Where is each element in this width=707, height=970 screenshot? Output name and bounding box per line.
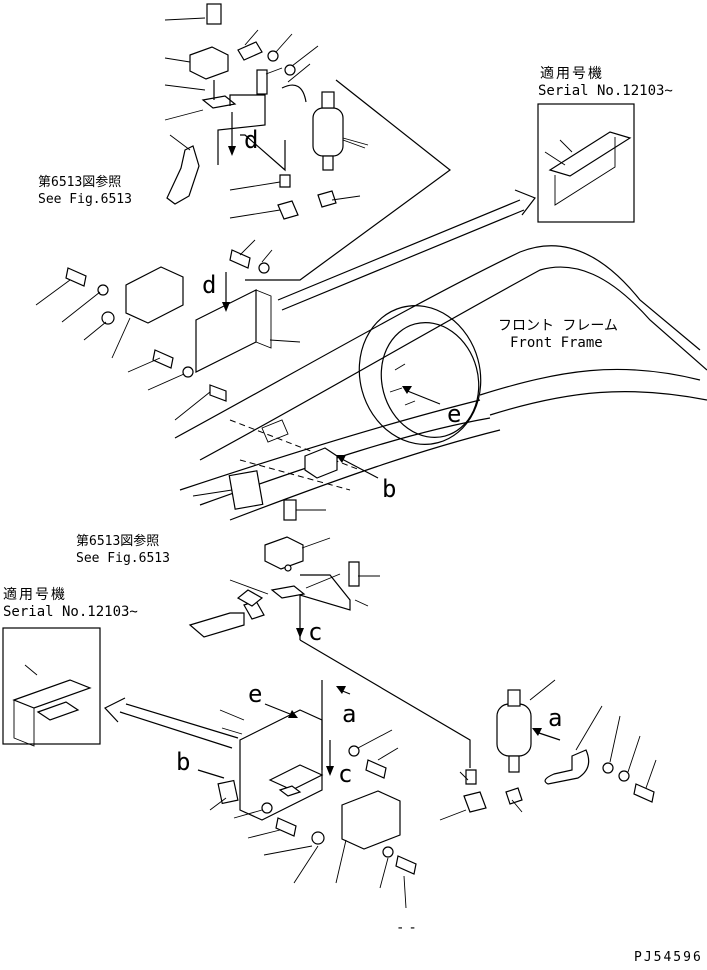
upper-assembly: d [166, 3, 451, 281]
front-frame-label-en: Front Frame [510, 335, 603, 351]
serial-inset-top [537, 103, 635, 223]
callout-e-frame: e [447, 400, 461, 428]
front-frame-label-jp: フロント フレーム [498, 318, 618, 334]
serial-note-top-jp: 適用号機 [540, 66, 604, 82]
page-code: PJ54596 [634, 950, 703, 965]
lower-valve-cluster: c [188, 499, 471, 768]
callout-c-lower: c [308, 618, 322, 646]
front-frame [174, 245, 707, 521]
middle-bracket: d e b [65, 249, 461, 503]
inset-arrow-left [104, 697, 239, 749]
lower-accumulator: a [463, 689, 655, 813]
fig-ref-top: 第6513図参照 See Fig.6513 [38, 174, 132, 208]
fig-ref-mid: 第6513図参照 See Fig.6513 [76, 533, 170, 567]
serial-note-left-en: Serial No.12103~ [3, 604, 138, 620]
callout-c-bracket: c [338, 760, 352, 788]
callout-d-mid: d [202, 271, 216, 299]
fig-ref-mid-en: See Fig.6513 [76, 551, 170, 566]
serial-note-left-jp: 適用号機 [3, 587, 67, 603]
fig-ref-top-en: See Fig.6513 [38, 192, 132, 207]
leader-lines [35, 17, 657, 909]
fig-ref-top-jp: 第6513図参照 [38, 175, 122, 190]
bottom-mark: -- [396, 920, 421, 936]
callout-a-accumulator: a [548, 704, 562, 732]
lower-bracket: c a e b [176, 680, 417, 875]
callout-b-bracket: b [176, 748, 190, 776]
serial-note-top-en: Serial No.12103~ [538, 83, 673, 99]
serial-note-left: 適用号機 Serial No.12103~ [3, 587, 138, 621]
callout-b-frame: b [382, 475, 396, 503]
callout-d-top: d [244, 126, 258, 154]
callout-e-bracket: e [248, 680, 262, 708]
inset-arrow-top [277, 189, 536, 311]
fig-ref-mid-jp: 第6513図参照 [76, 534, 160, 549]
serial-inset-left [2, 627, 101, 747]
serial-note-top: 適用号機 Serial No.12103~ [538, 66, 673, 100]
callout-a-bracket: a [342, 700, 356, 728]
